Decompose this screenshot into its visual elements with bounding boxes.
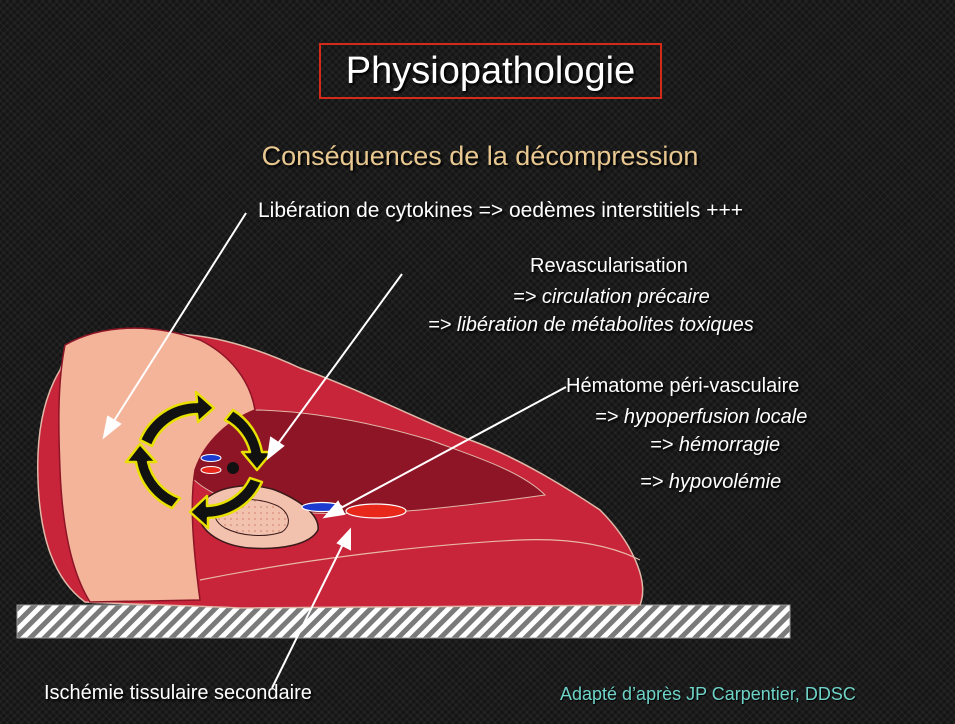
revasc-line2: => libération de métabolites toxiques [428,314,754,337]
hematome-line1: => hypoperfusion locale [595,406,807,429]
artery-large [346,504,406,518]
hatched-ground-icon [17,605,790,638]
revasc-line1: => circulation précaire [513,286,710,309]
cytokines-label: Libération de cytokines => oedèmes inter… [258,199,743,223]
page-title: Physiopathologie [319,43,662,99]
ischemie-label: Ischémie tissulaire secondaire [44,682,312,705]
hematome-line3: => hypovolémie [640,471,781,494]
revasc-title: Revascularisation [530,255,688,278]
hematome-title: Hématome péri-vasculaire [566,375,799,398]
artery-small [201,467,221,474]
subtitle: Conséquences de la décompression [200,141,760,172]
arrow-hematome-h [551,387,566,395]
credit-text: Adapté d’après JP Carpentier, DDSC [560,684,856,705]
vein-small [201,455,221,462]
hematome-line2: => hémorragie [650,434,780,457]
nerve-dot [227,462,239,474]
